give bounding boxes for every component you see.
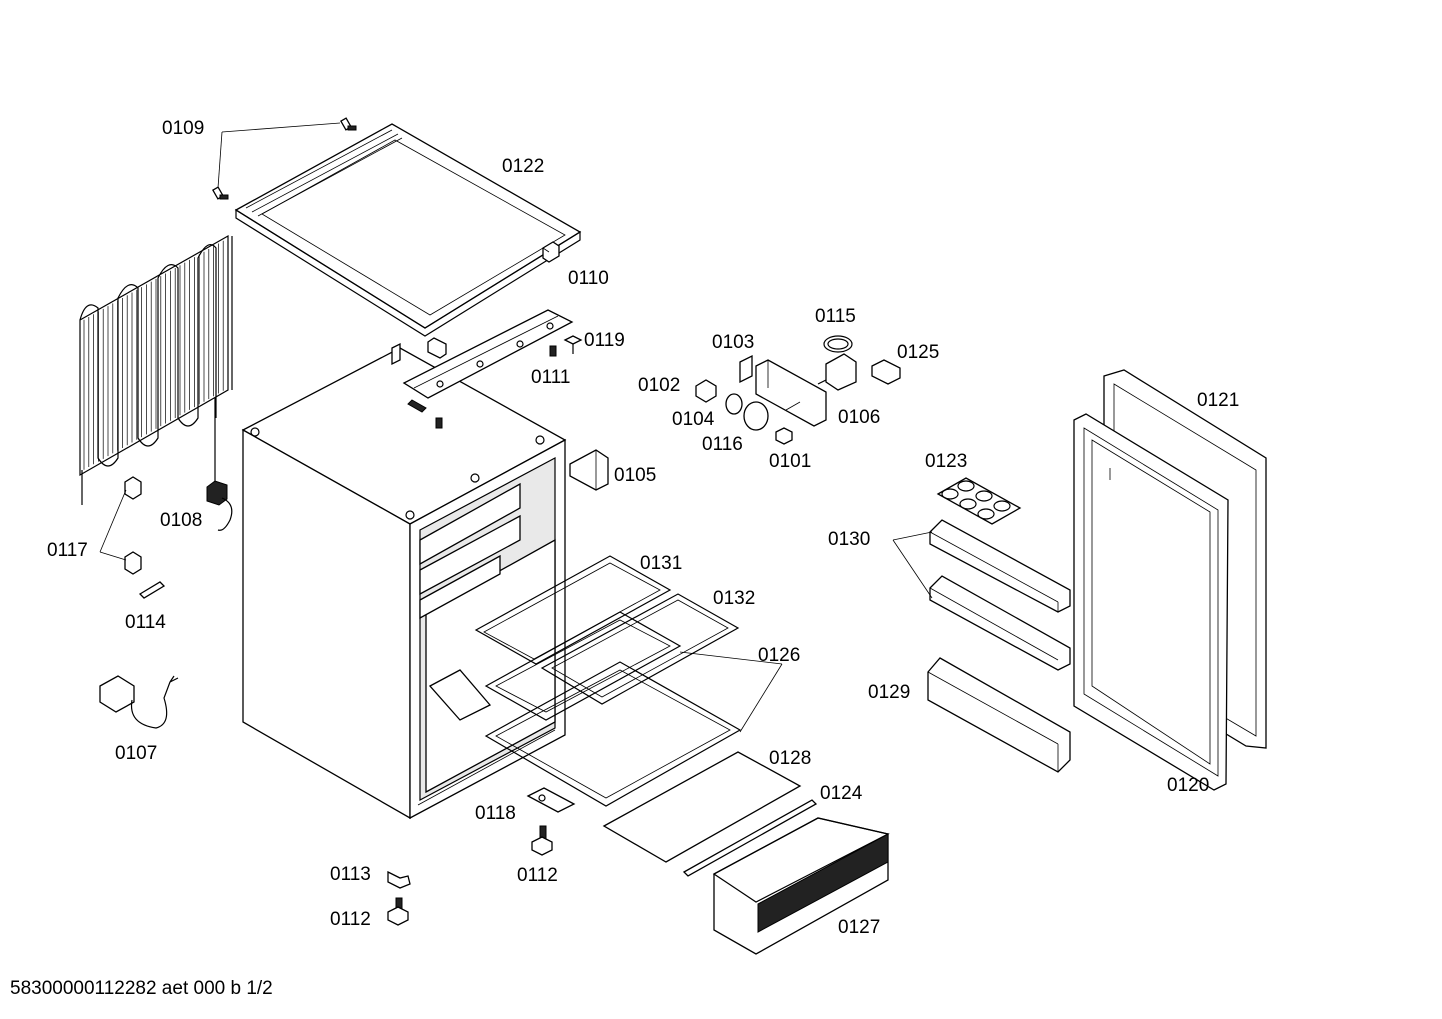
adjustable-foot-part xyxy=(387,897,409,926)
label-0111: 0111 xyxy=(531,367,570,388)
connector-part xyxy=(871,359,901,385)
label-0102: 0102 xyxy=(638,375,680,396)
label-0108: 0108 xyxy=(160,510,202,531)
label-0130: 0130 xyxy=(828,529,870,550)
leader-lines xyxy=(217,122,341,189)
door-rack-part xyxy=(929,519,1071,613)
label-0132: 0132 xyxy=(713,588,755,609)
label-0104: 0104 xyxy=(672,409,715,430)
label-0118: 0118 xyxy=(475,803,516,824)
label-0107: 0107 xyxy=(115,743,157,764)
label-0116: 0116 xyxy=(702,434,743,455)
door-rack-part xyxy=(929,575,1071,671)
pin-part xyxy=(138,581,166,599)
screw-part xyxy=(212,117,357,200)
hinge-part xyxy=(526,787,576,813)
label-0131: 0131 xyxy=(640,553,682,574)
label-0112-right: 0112 xyxy=(517,865,558,886)
label-0121: 0121 xyxy=(1197,390,1239,411)
label-0110: 0110 xyxy=(568,268,609,289)
shelf-part xyxy=(474,555,672,665)
label-0117: 0117 xyxy=(47,540,88,561)
glass-plate-part xyxy=(602,751,802,863)
label-0120: 0120 xyxy=(1167,775,1209,796)
shelf-part xyxy=(540,593,740,705)
mounting-rail-part xyxy=(402,309,583,429)
thermostat-part xyxy=(817,335,857,391)
thermostat-housing-part xyxy=(739,354,827,427)
condenser-part xyxy=(79,234,233,505)
part-labels: 0109 0122 0110 0119 0111 0115 0103 0125 … xyxy=(47,118,1239,938)
door-gasket-part xyxy=(1073,413,1229,791)
label-0128: 0128 xyxy=(769,748,811,769)
bracket-part xyxy=(387,870,411,889)
label-0127: 0127 xyxy=(838,917,880,938)
door-rack-part xyxy=(927,657,1071,773)
label-0105: 0105 xyxy=(614,465,656,486)
label-0115: 0115 xyxy=(815,306,856,327)
power-cord-part xyxy=(99,675,179,729)
clip-part xyxy=(542,241,560,263)
crisper-drawer-part xyxy=(712,817,890,955)
label-0122: 0122 xyxy=(502,156,544,177)
drawing-footer-id: 58300000112282 aet 000 b 1/2 xyxy=(10,978,273,999)
label-0124: 0124 xyxy=(820,783,863,804)
label-0109: 0109 xyxy=(162,118,204,139)
egg-tray-part xyxy=(936,477,1022,525)
knob-part xyxy=(695,379,793,445)
label-0119: 0119 xyxy=(584,330,625,351)
label-0125: 0125 xyxy=(897,342,939,363)
clip-part xyxy=(99,476,142,575)
label-0101: 0101 xyxy=(769,451,811,472)
leader-lines xyxy=(679,531,933,733)
cable-connector-part xyxy=(206,480,233,531)
label-0113: 0113 xyxy=(330,864,371,885)
shelf-part xyxy=(484,611,682,721)
adjustable-foot-part xyxy=(531,825,553,856)
label-0103: 0103 xyxy=(712,332,754,353)
shelf-part xyxy=(484,661,742,807)
label-0112-left: 0112 xyxy=(330,909,371,930)
label-0114: 0114 xyxy=(125,612,166,633)
strip-part xyxy=(682,799,818,877)
label-0126: 0126 xyxy=(758,645,800,666)
worktop-part xyxy=(234,123,582,337)
label-0123: 0123 xyxy=(925,451,967,472)
label-0129: 0129 xyxy=(868,682,910,703)
cabinet-part xyxy=(241,342,567,820)
label-0106: 0106 xyxy=(838,407,880,428)
cover-part xyxy=(569,449,609,491)
